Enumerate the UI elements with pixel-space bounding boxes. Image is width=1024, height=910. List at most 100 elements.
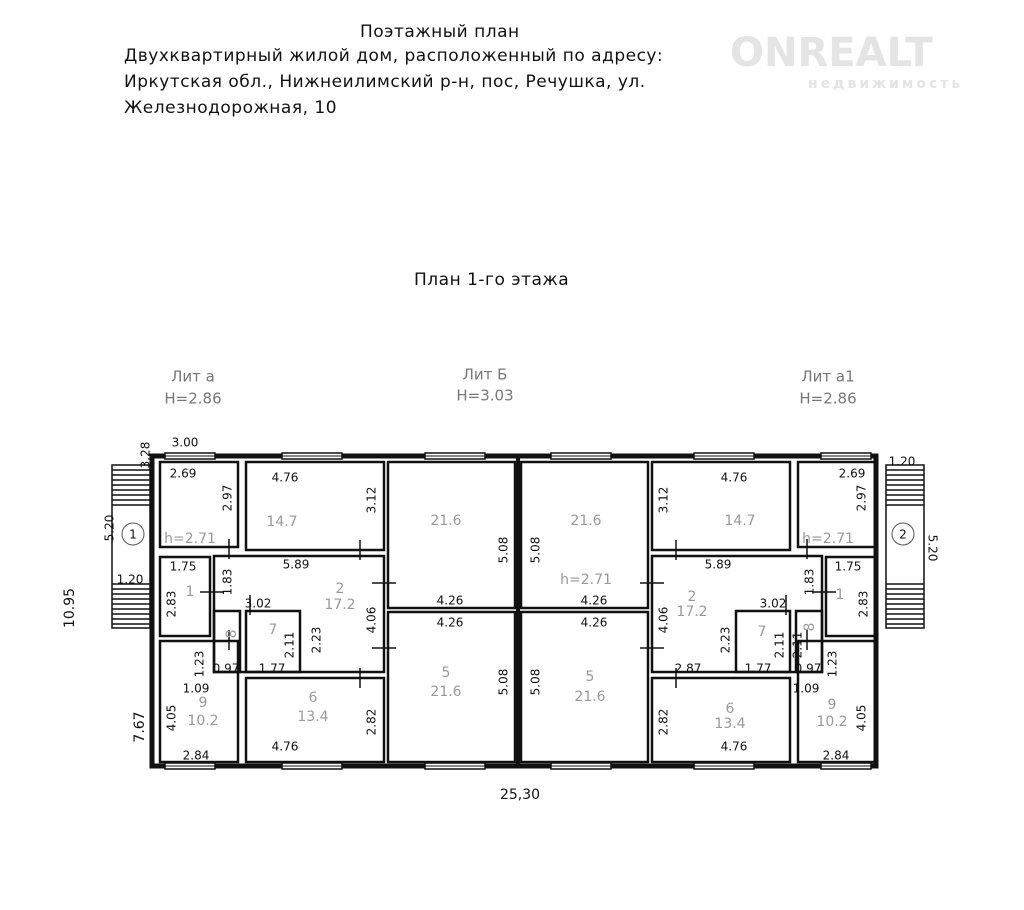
dimension-label: 5.89 (705, 558, 732, 572)
dimension-label: 4.76 (272, 740, 299, 754)
lit-a1-label: Лит а1 (801, 368, 854, 386)
dimension-label: 1.09 (793, 682, 820, 696)
entrance-number-1: 1 (129, 528, 137, 542)
dimension-label: 13.4 (297, 709, 328, 725)
dimension-label: 9 (828, 697, 837, 713)
dimension-label: 5.20 (926, 535, 940, 562)
dimension-label: h=2.71 (164, 531, 216, 547)
room-outline (386, 460, 517, 610)
dimension-label: 5 (442, 665, 451, 681)
dimension-label: 4.76 (721, 740, 748, 754)
dimension-label: 2.97 (855, 485, 869, 512)
dimension-label: 17.2 (676, 604, 707, 620)
dimension-label: 2.84 (823, 749, 850, 763)
left-lower-depth: 7.67 (132, 711, 148, 742)
dimension-label: 2.69 (839, 467, 866, 481)
dimension-label: 3.28 (139, 442, 153, 469)
address-line-2: Иркутская обл., Нижнеилимский р-н, пос, … (124, 72, 646, 92)
watermark-logo: ONREALT (730, 30, 933, 76)
dimension-label: 4.06 (365, 607, 379, 634)
dimension-label: 9 (199, 695, 208, 711)
dimension-label: 3.12 (365, 487, 379, 514)
dimension-label: 1.75 (835, 560, 862, 574)
lit-b-label: Лит Б (463, 366, 508, 384)
dimension-label: h=2.71 (802, 531, 854, 547)
dimension-label: 5.20 (103, 515, 117, 542)
dimension-label: 1 (186, 584, 195, 600)
dimension-label: 1.77 (259, 662, 286, 676)
dimension-label: 2.69 (170, 467, 197, 481)
room-outline (244, 460, 386, 552)
dimension-label: h=2.71 (560, 572, 612, 588)
lit-a-label: Лит а (171, 368, 215, 386)
dimension-label: 1.75 (170, 560, 197, 574)
dimension-label: 2.11 (773, 632, 787, 659)
dimension-label: 3.00 (172, 436, 199, 450)
dimension-label: 2.87 (675, 662, 702, 676)
entrance-marker-2 (891, 522, 915, 546)
dimension-label: 3.02 (760, 597, 787, 611)
room-outline (650, 460, 792, 552)
room-outline (519, 610, 650, 764)
walls (111, 452, 925, 770)
room-outline (519, 460, 650, 610)
document-title: Поэтажный план (360, 22, 520, 42)
dimension-label: 4.26 (437, 594, 464, 608)
room-outline (796, 639, 878, 764)
watermark-subtitle: недвижимость (808, 76, 964, 92)
dimension-label: 0.97 (213, 662, 240, 676)
dimension-label: 5.08 (529, 537, 543, 564)
room-outline (158, 460, 240, 549)
dimension-label: 13.4 (714, 716, 745, 732)
dimension-label: 14.7 (724, 513, 755, 529)
lit-a1-height: Н=2.86 (799, 390, 856, 408)
dimension-label: 2.82 (657, 709, 671, 736)
dimension-label: 5.08 (497, 669, 511, 696)
room-outline (386, 610, 517, 764)
dimension-label: 2 (336, 581, 345, 597)
room-outline (244, 676, 386, 764)
dimension-label: 5 (586, 669, 595, 685)
dimension-label: 8 (802, 623, 818, 632)
dimension-label: 2.82 (365, 709, 379, 736)
room-outline (244, 609, 302, 674)
room-outline (650, 676, 792, 764)
dimension-label: 4.05 (855, 705, 869, 732)
dimension-label: 2.11 (791, 632, 805, 659)
porch (111, 464, 151, 629)
dimension-label: 4.06 (657, 607, 671, 634)
dimension-label: 14.7 (266, 514, 297, 530)
dimension-label: 8 (224, 630, 240, 639)
entrance-marker-1 (121, 522, 145, 546)
dimension-label: 4.76 (272, 471, 299, 485)
dimension-label: 2 (688, 589, 697, 605)
floor-plan-title: План 1-го этажа (414, 270, 570, 290)
room-outline (734, 609, 792, 674)
dimension-label: 5.89 (283, 558, 310, 572)
address-line-1: Двухквартирный жилой дом, расположенный … (124, 46, 664, 66)
dimension-label: 1 (836, 587, 845, 603)
dimension-label: 21.6 (430, 684, 461, 700)
dimension-label: 2.23 (719, 627, 733, 654)
room-outline (824, 555, 878, 638)
dimension-label: 6 (726, 701, 735, 717)
room-outline (158, 555, 212, 638)
dimension-label: 10.2 (816, 714, 847, 730)
dimension-label: 17.2 (324, 597, 355, 613)
dimension-label: 4.26 (581, 594, 608, 608)
room-outline (158, 639, 240, 764)
dimension-label: 21.6 (570, 513, 601, 529)
dimension-label: 1.83 (221, 569, 235, 596)
dimension-label: 2.83 (165, 591, 179, 618)
dimension-label: 1.83 (803, 569, 817, 596)
lit-b-height: Н=3.03 (456, 387, 513, 405)
dimension-label: 7 (758, 624, 767, 640)
dimension-label: 4.26 (581, 616, 608, 630)
dimension-label: 1.20 (889, 455, 916, 469)
dimension-label: 1.77 (745, 662, 772, 676)
dimension-label: 21.6 (430, 513, 461, 529)
dimension-label: 4.26 (437, 616, 464, 630)
dimension-label: 1.23 (193, 651, 207, 678)
dimension-label: 0.97 (795, 662, 822, 676)
